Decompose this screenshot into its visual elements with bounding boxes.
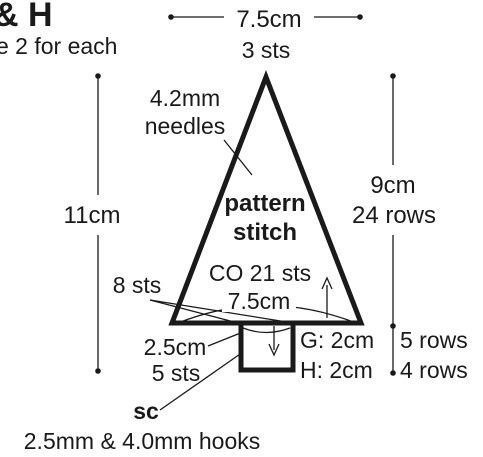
trunk-leader-line: [207, 331, 244, 347]
needles-label: needles: [145, 113, 226, 139]
top-width-dimension: [168, 14, 363, 20]
sc-leader-line: [159, 351, 244, 411]
tree-triangle: [168, 70, 365, 326]
g-rows-label: 5 rows: [400, 327, 468, 353]
top-sts-label: 3 sts: [242, 37, 291, 63]
base-width-label: 7.5cm: [228, 288, 291, 314]
right-height-dimension: [390, 73, 396, 376]
cast-on-label: CO 21 sts: [209, 260, 311, 286]
needles-size-label: 4.2mm: [150, 85, 220, 111]
arrow-down-icon: [268, 343, 280, 357]
tree-trunk: [238, 323, 296, 373]
h-rows-label: 4 rows: [400, 357, 468, 383]
trunk-width-label: 2.5cm: [144, 334, 207, 360]
trunk-sts-label: 5 sts: [152, 360, 201, 386]
top-width-label: 7.5cm: [236, 6, 301, 33]
base-sts-leader-line: [149, 299, 294, 324]
rows-right-label: 24 rows: [352, 202, 436, 229]
dimension-dot: [95, 368, 101, 374]
subtitle-fragment: e 2 for each: [0, 33, 117, 59]
sc-label: sc: [133, 398, 159, 424]
stitch-label: stitch: [233, 219, 297, 246]
g-size-label: G: 2cm: [300, 327, 374, 353]
height-right-label: 9cm: [370, 172, 415, 199]
trunk-width-arc: [242, 327, 291, 334]
base-width-label-bg: [222, 290, 296, 312]
hooks-label: 2.5mm & 4.0mm hooks: [24, 428, 260, 454]
base-sts-leader-line: [149, 299, 239, 324]
h-size-label: H: 2cm: [300, 357, 373, 383]
left-height-dimension: [95, 73, 101, 374]
needles-leader-line: [223, 139, 253, 176]
dimension-dot: [357, 14, 363, 20]
dimension-dot: [390, 370, 396, 376]
pattern-label: pattern: [224, 190, 305, 217]
base-sts-label: 8 sts: [113, 272, 162, 298]
title-fragment: & H: [0, 0, 53, 34]
arrow-up-icon: [321, 276, 333, 290]
height-left-label: 11cm: [64, 202, 121, 229]
